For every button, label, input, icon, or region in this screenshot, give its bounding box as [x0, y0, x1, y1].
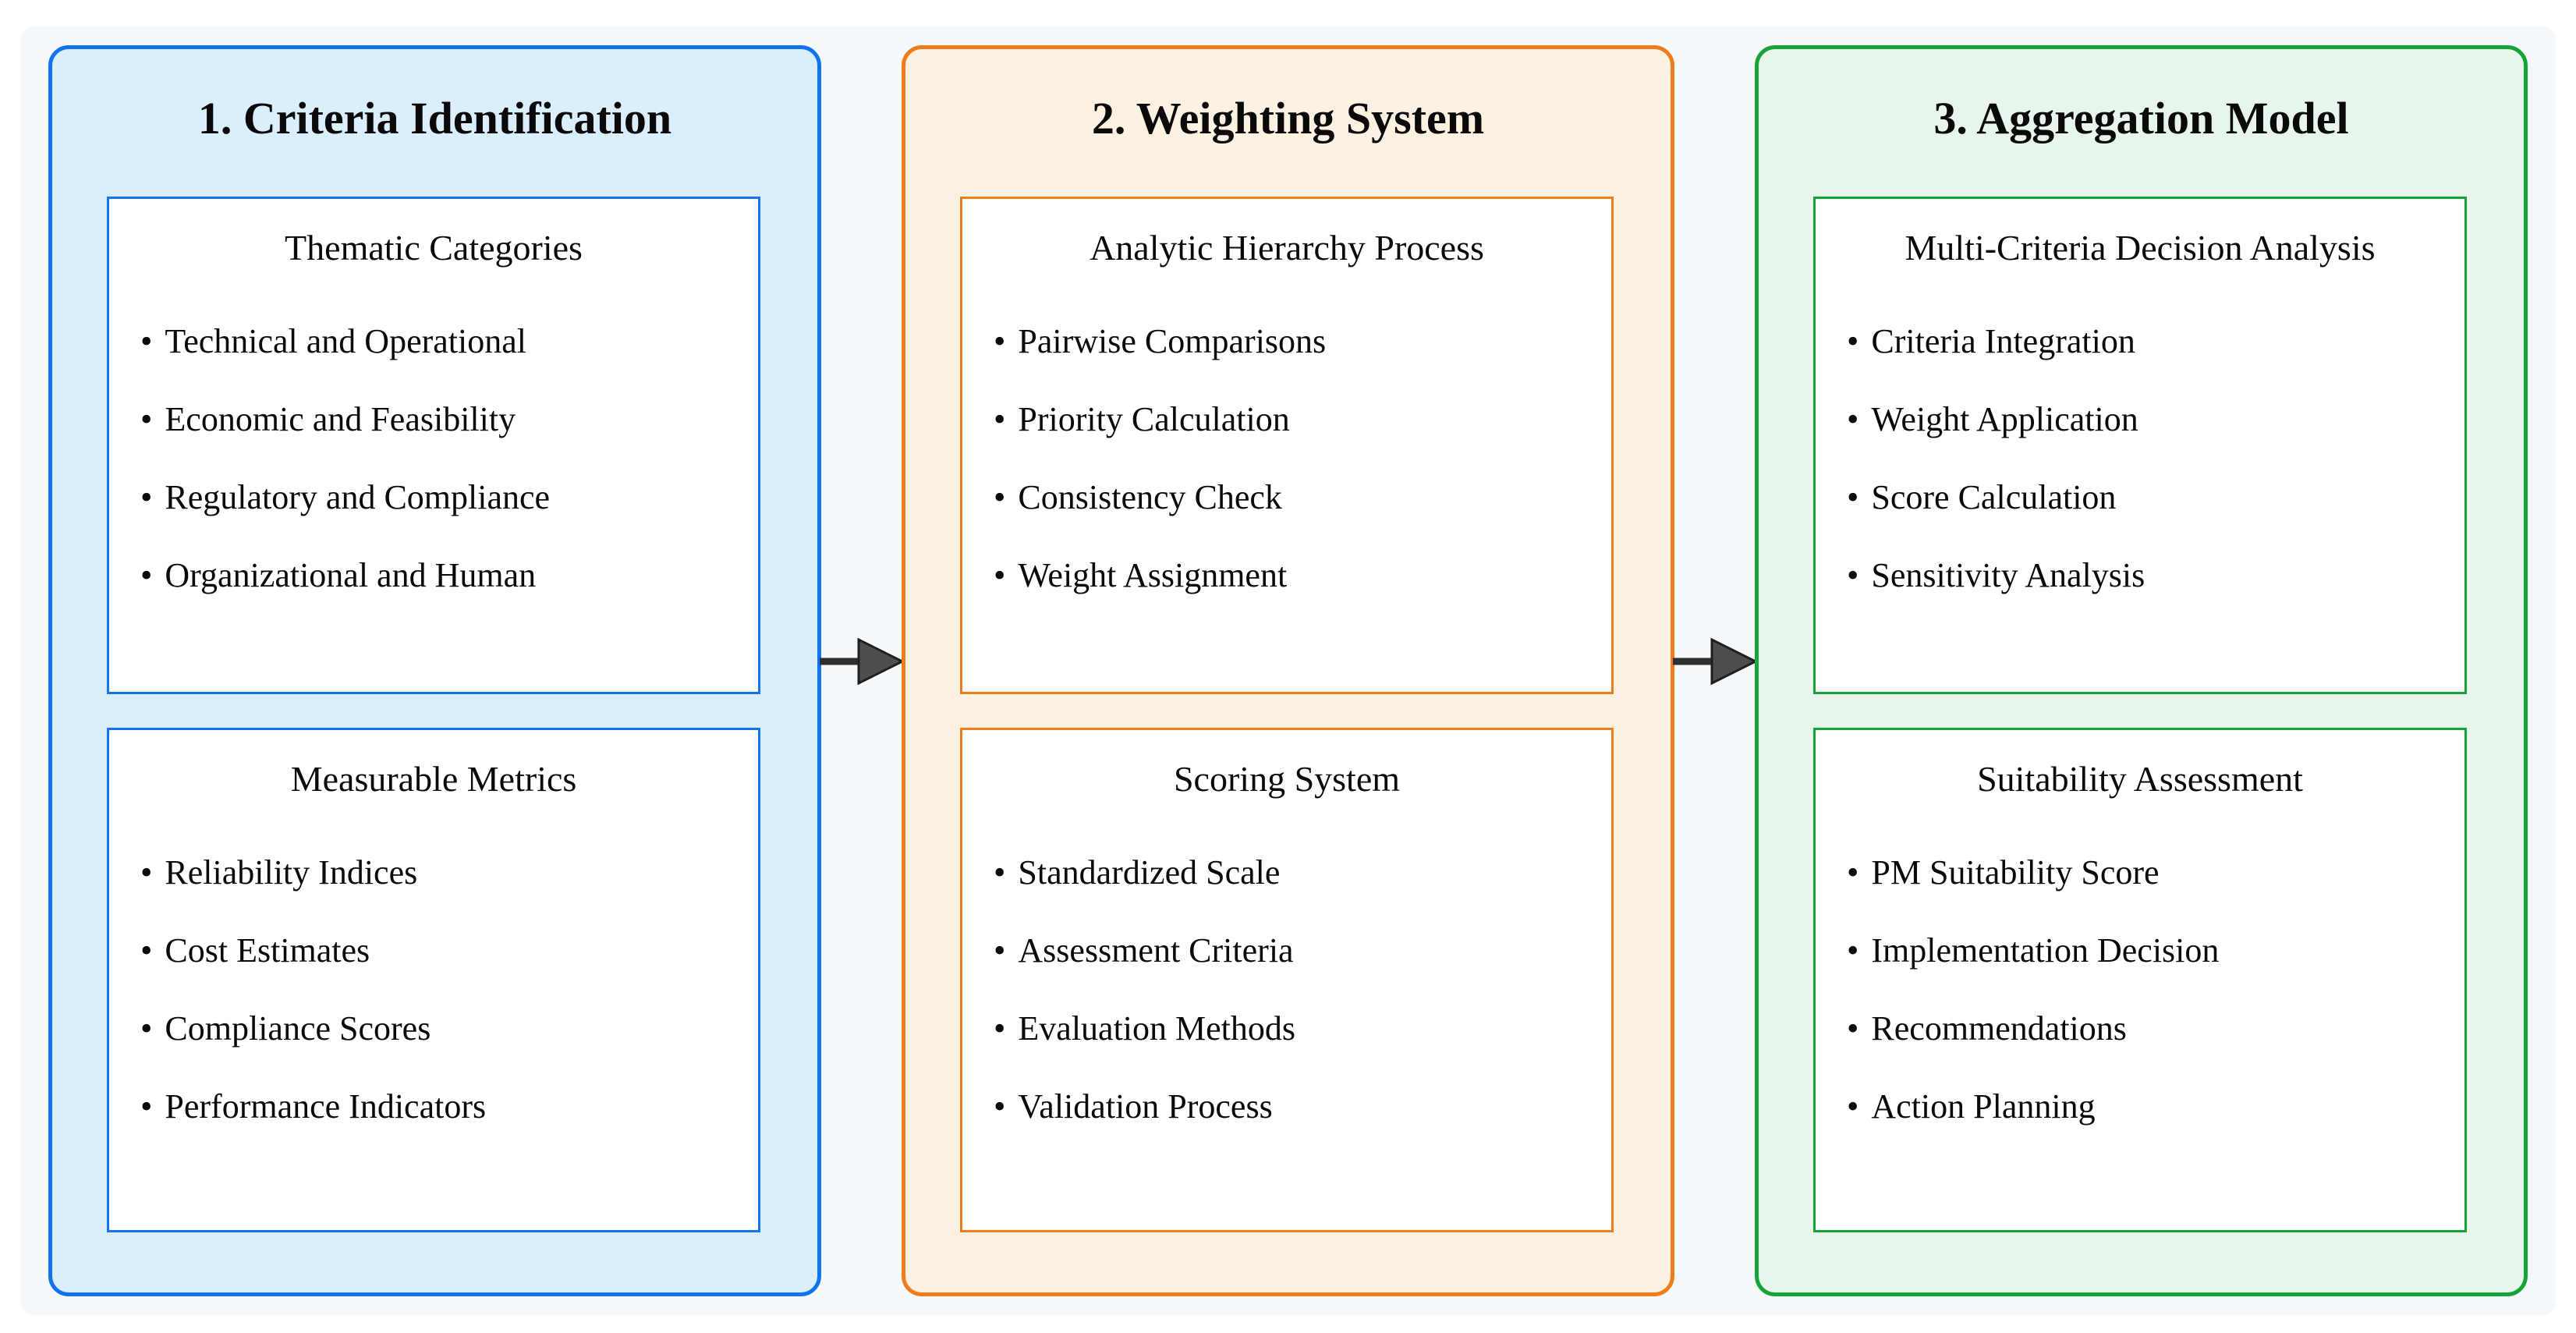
- bullet-list: • PM Suitability Score • Implementation De…: [1816, 852, 2464, 1128]
- list-item-label: Weight Application: [1871, 400, 2138, 438]
- list-item: • Recommendations: [1847, 1008, 2464, 1050]
- panel-title: Suitability Assessment: [1977, 759, 2303, 799]
- bullet-icon: •: [1847, 478, 1859, 516]
- list-item: • Assessment Criteria: [994, 930, 1611, 972]
- list-item-label: Compliance Scores: [165, 1009, 431, 1048]
- bullet-icon: •: [994, 400, 1006, 438]
- list-item-label: Economic and Feasibility: [165, 400, 516, 438]
- list-item-label: Reliability Indices: [165, 853, 418, 892]
- bullet-icon: •: [1847, 853, 1859, 892]
- list-item: • Action Planning: [1847, 1086, 2464, 1128]
- panel-multi-criteria-decision-analysis: Multi-Criteria Decision Analysis • Criter…: [1813, 197, 2467, 694]
- bullet-list: • Technical and Operational • Economic and…: [109, 321, 758, 597]
- list-item-label: Criteria Integration: [1871, 322, 2135, 360]
- bullet-icon: •: [994, 478, 1006, 516]
- bullet-icon: •: [140, 556, 153, 594]
- bullet-icon: •: [140, 478, 153, 516]
- panel-title: Measurable Metrics: [290, 759, 577, 799]
- arrow-right-icon: [1673, 637, 1759, 686]
- arrow-right-icon: [820, 637, 905, 686]
- list-item: • Technical and Operational: [140, 321, 758, 363]
- list-item: • Criteria Integration: [1847, 321, 2464, 363]
- bullet-list: • Pairwise Comparisons • Priority Calculat…: [962, 321, 1611, 597]
- list-item: • Standardized Scale: [994, 852, 1611, 894]
- bullet-icon: •: [994, 1087, 1006, 1126]
- bullet-icon: •: [1847, 1087, 1859, 1126]
- bullet-icon: •: [994, 931, 1006, 970]
- panel-measurable-metrics: Measurable Metrics • Reliability Indices …: [107, 728, 760, 1232]
- panel-title: Analytic Hierarchy Process: [1090, 228, 1484, 268]
- list-item: • Compliance Scores: [140, 1008, 758, 1050]
- list-item: • Priority Calculation: [994, 399, 1611, 441]
- column-title: 1. Criteria Identification: [197, 93, 672, 144]
- list-item-label: Weight Assignment: [1018, 556, 1288, 594]
- list-item-label: Organizational and Human: [165, 556, 537, 594]
- list-item: • Weight Application: [1847, 399, 2464, 441]
- column-criteria-identification: 1. Criteria Identification Thematic Cate…: [48, 45, 821, 1296]
- list-item: • Evaluation Methods: [994, 1008, 1611, 1050]
- panel-scoring-system: Scoring System • Standardized Scale • Asse…: [960, 728, 1614, 1232]
- bullet-icon: •: [140, 322, 153, 360]
- list-item: • Regulatory and Compliance: [140, 477, 758, 519]
- panel-title: Multi-Criteria Decision Analysis: [1905, 228, 2376, 268]
- bullet-icon: •: [994, 322, 1006, 360]
- column-aggregation-model: 3. Aggregation Model Multi-Criteria Deci…: [1755, 45, 2528, 1296]
- panel-analytic-hierarchy-process: Analytic Hierarchy Process • Pairwise Com…: [960, 197, 1614, 694]
- column-title: 2. Weighting System: [1091, 93, 1485, 144]
- bullet-icon: •: [1847, 400, 1859, 438]
- list-item-label: Cost Estimates: [165, 931, 370, 970]
- column-weighting-system: 2. Weighting System Analytic Hierarchy P…: [902, 45, 1674, 1296]
- list-item-label: Action Planning: [1871, 1087, 2096, 1126]
- list-item-label: Performance Indicators: [165, 1087, 487, 1126]
- list-item: • Validation Process: [994, 1086, 1611, 1128]
- bullet-icon: •: [994, 556, 1006, 594]
- bullet-icon: •: [1847, 556, 1859, 594]
- list-item-label: Consistency Check: [1018, 478, 1282, 516]
- list-item: • Weight Assignment: [994, 555, 1611, 597]
- list-item: • Organizational and Human: [140, 555, 758, 597]
- list-item-label: Regulatory and Compliance: [165, 478, 551, 516]
- list-item: • Pairwise Comparisons: [994, 321, 1611, 363]
- bullet-icon: •: [140, 1087, 153, 1126]
- bullet-list: • Standardized Scale • Assessment Criteria…: [962, 852, 1611, 1128]
- list-item-label: PM Suitability Score: [1871, 853, 2160, 892]
- list-item-label: Technical and Operational: [165, 322, 526, 360]
- bullet-icon: •: [1847, 1009, 1859, 1048]
- list-item-label: Priority Calculation: [1018, 400, 1290, 438]
- list-item-label: Pairwise Comparisons: [1018, 322, 1327, 360]
- panel-thematic-categories: Thematic Categories • Technical and Opera…: [107, 197, 760, 694]
- list-item-label: Recommendations: [1871, 1009, 2127, 1048]
- panel-title: Thematic Categories: [285, 228, 583, 268]
- list-item-label: Standardized Scale: [1018, 853, 1281, 892]
- bullet-icon: •: [1847, 931, 1859, 970]
- bullet-icon: •: [1847, 322, 1859, 360]
- list-item: • Implementation Decision: [1847, 930, 2464, 972]
- panel-title: Scoring System: [1173, 759, 1401, 799]
- list-item-label: Assessment Criteria: [1018, 931, 1294, 970]
- bullet-icon: •: [140, 400, 153, 438]
- list-item-label: Sensitivity Analysis: [1871, 556, 2145, 594]
- list-item-label: Score Calculation: [1871, 478, 2117, 516]
- list-item-label: Evaluation Methods: [1018, 1009, 1296, 1048]
- panel-suitability-assessment: Suitability Assessment • PM Suitability S…: [1813, 728, 2467, 1232]
- bullet-icon: •: [994, 1009, 1006, 1048]
- bullet-icon: •: [140, 931, 153, 970]
- list-item: • Consistency Check: [994, 477, 1611, 519]
- bullet-icon: •: [140, 853, 153, 892]
- list-item-label: Implementation Decision: [1871, 931, 2220, 970]
- bullet-list: • Criteria Integration • Weight Applicatio…: [1816, 321, 2464, 597]
- bullet-icon: •: [994, 853, 1006, 892]
- bullet-icon: •: [140, 1009, 153, 1048]
- list-item: • Economic and Feasibility: [140, 399, 758, 441]
- list-item: • Performance Indicators: [140, 1086, 758, 1128]
- list-item: • Reliability Indices: [140, 852, 758, 894]
- list-item: • Cost Estimates: [140, 930, 758, 972]
- list-item: • Sensitivity Analysis: [1847, 555, 2464, 597]
- list-item-label: Validation Process: [1018, 1087, 1273, 1126]
- bullet-list: • Reliability Indices • Cost Estimates • Co…: [109, 852, 758, 1128]
- list-item: • PM Suitability Score: [1847, 852, 2464, 894]
- column-title: 3. Aggregation Model: [1933, 93, 2349, 144]
- list-item: • Score Calculation: [1847, 477, 2464, 519]
